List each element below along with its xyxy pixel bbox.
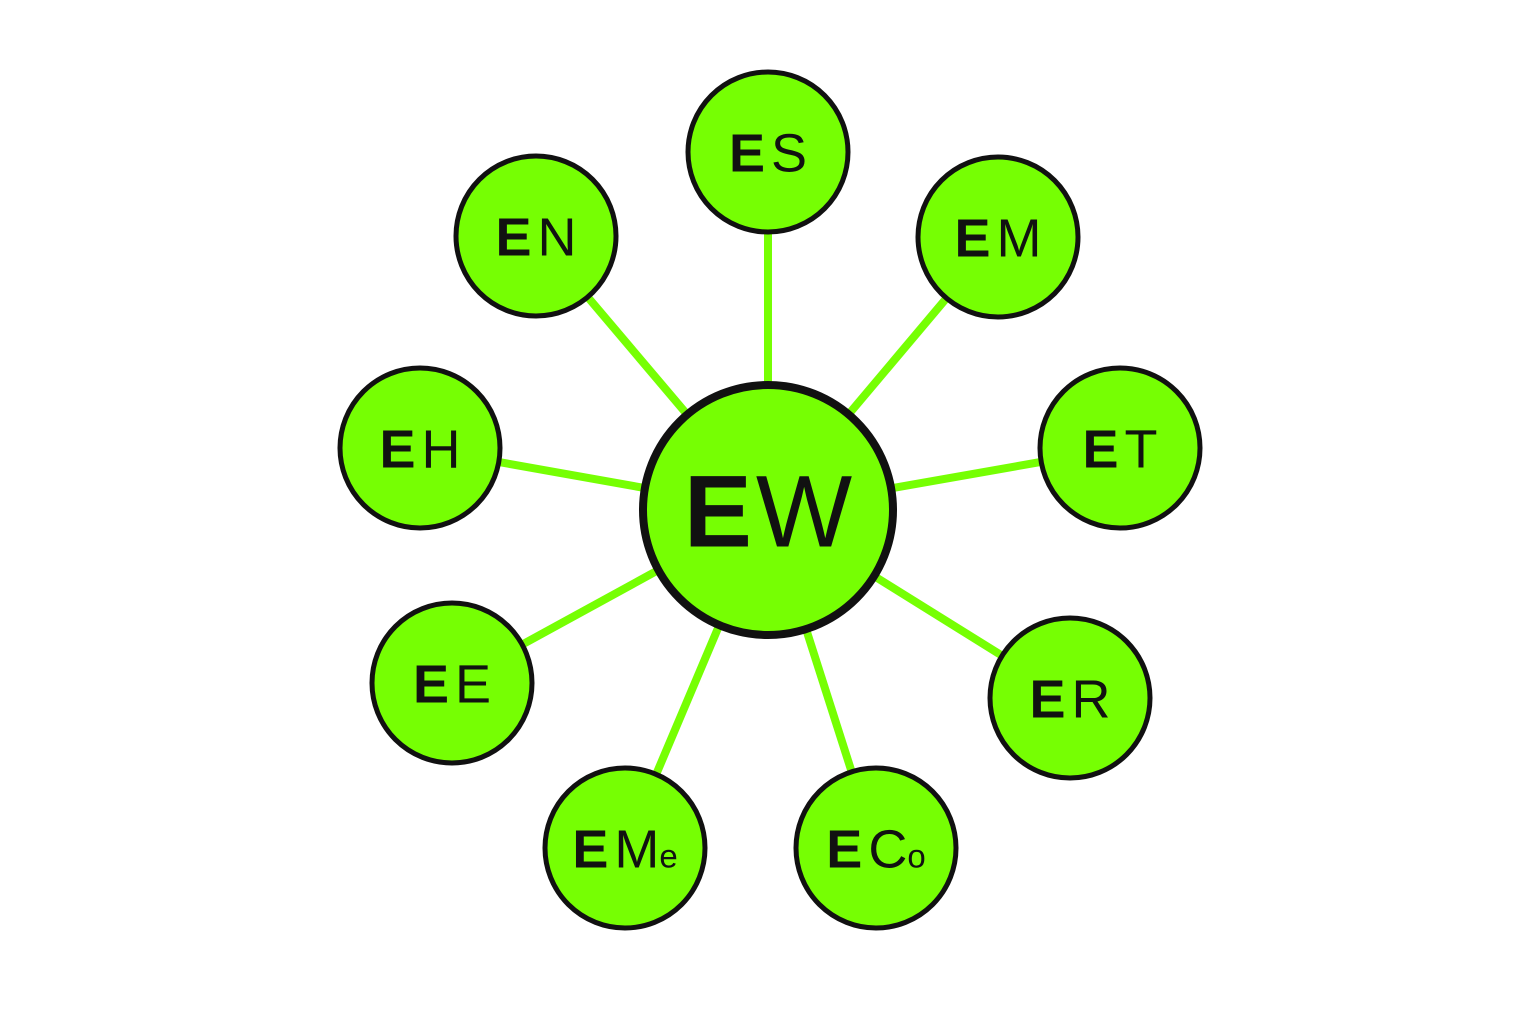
node-circle xyxy=(987,615,1153,781)
hub-circle xyxy=(639,381,897,639)
node-label-main: M xyxy=(614,819,659,879)
node-circle xyxy=(1037,365,1203,531)
node-label-prefix: E xyxy=(1029,669,1065,729)
node-label-subscript: e xyxy=(659,837,677,874)
node-label-main: H xyxy=(422,419,461,479)
node-label-main: T xyxy=(1125,419,1158,479)
node-label-prefix: E xyxy=(413,654,449,714)
node-label-prefix: E xyxy=(379,419,415,479)
node-label-main: W xyxy=(756,455,852,569)
node-hub-ew[interactable]: EW xyxy=(639,381,897,639)
node-label-prefix: E xyxy=(729,123,765,183)
node-label-main: N xyxy=(538,207,577,267)
node-circle xyxy=(369,600,535,766)
node-circle xyxy=(685,69,851,235)
node-label-main: C xyxy=(868,819,907,879)
node-label-subscript: o xyxy=(907,837,925,874)
node-label-prefix: E xyxy=(572,819,608,879)
node-label-prefix: E xyxy=(954,208,990,268)
node-label-main: S xyxy=(771,123,807,183)
node-label-prefix: E xyxy=(495,207,531,267)
node-label: EW xyxy=(684,455,852,569)
node-circle xyxy=(915,154,1081,320)
node-circle xyxy=(542,765,708,931)
node-label-prefix: E xyxy=(1082,419,1118,479)
node-label-prefix: E xyxy=(826,819,862,879)
node-label-prefix: E xyxy=(684,455,752,569)
node-label-main: E xyxy=(455,654,491,714)
node-circle xyxy=(337,365,503,531)
node-label-main: M xyxy=(997,208,1042,268)
node-circle xyxy=(453,153,619,319)
node-label-main: R xyxy=(1072,669,1111,729)
node-circle xyxy=(793,765,959,931)
